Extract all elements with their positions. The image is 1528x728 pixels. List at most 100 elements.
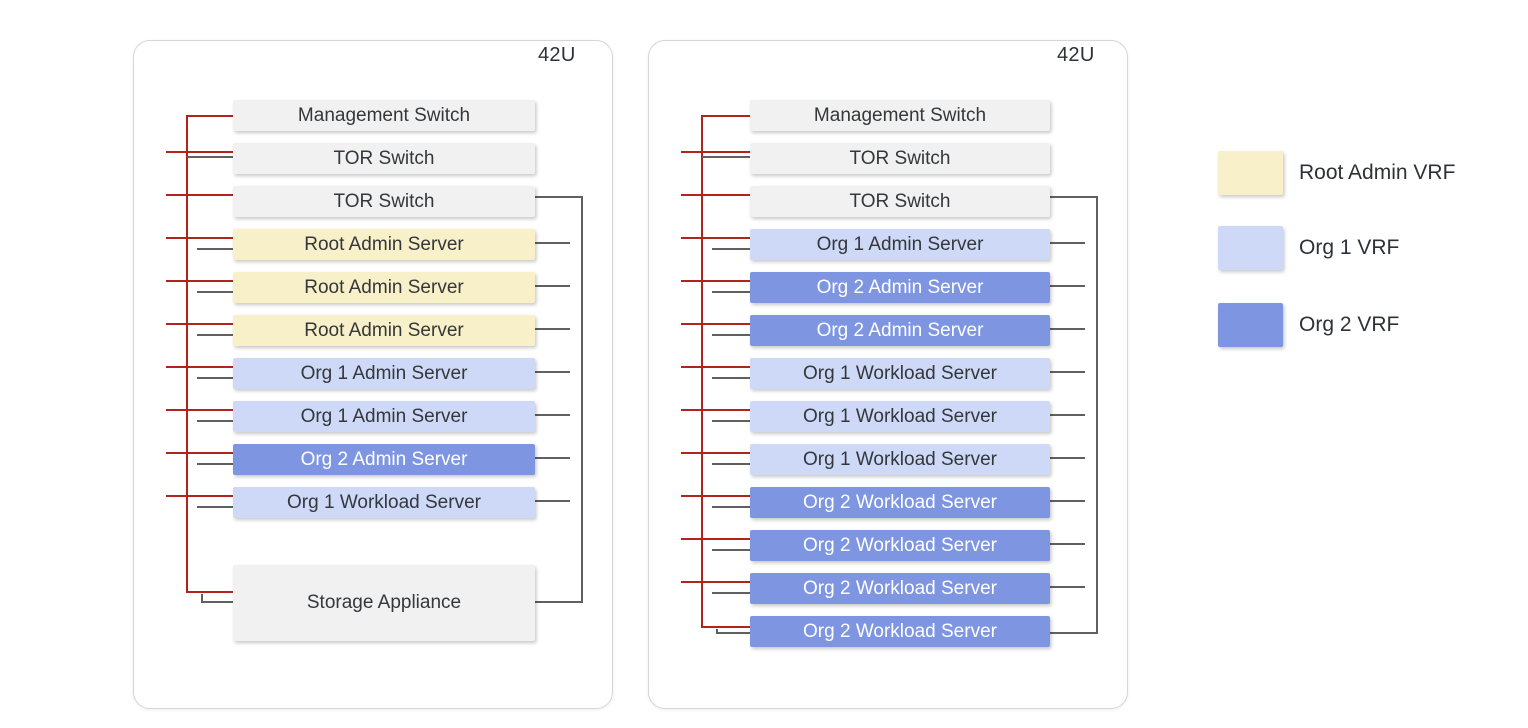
legend-swatch-org-1-vrf <box>1218 226 1283 270</box>
data-connection-line <box>1050 543 1085 545</box>
rack-unit-org-1-admin-server: Org 1 Admin Server <box>233 358 535 389</box>
management-connection-line <box>681 194 750 196</box>
data-connection-line <box>1050 328 1085 330</box>
management-connection-line <box>681 452 750 454</box>
rack-unit-tor-switch: TOR Switch <box>750 186 1050 217</box>
data-connection-line <box>1050 500 1085 502</box>
data-connection-line <box>201 601 233 603</box>
data-connection-line <box>197 377 233 379</box>
management-connection-line <box>681 409 750 411</box>
management-connection-line <box>681 366 750 368</box>
management-connection-line <box>681 280 750 282</box>
management-connection-line <box>166 409 233 411</box>
rack-unit-org-1-workload-server: Org 1 Workload Server <box>750 358 1050 389</box>
data-connection-line <box>197 334 233 336</box>
data-connection-line <box>197 248 233 250</box>
data-connection-line <box>535 371 570 373</box>
rack-unit-management-switch: Management Switch <box>750 100 1050 131</box>
data-connection-line <box>716 631 750 634</box>
management-connection-line <box>166 194 233 196</box>
data-network-riser-line <box>1096 197 1098 634</box>
management-connection-line <box>681 323 750 325</box>
rack-unit-org-2-workload-server: Org 2 Workload Server <box>750 573 1050 604</box>
data-connection-line <box>712 248 750 250</box>
rack-capacity-label: 42U <box>1057 44 1095 66</box>
data-connection-line <box>535 196 583 198</box>
data-connection-line <box>1050 414 1085 416</box>
rack-unit-org-2-workload-server: Org 2 Workload Server <box>750 487 1050 518</box>
management-connection-line <box>166 237 233 239</box>
data-connection-line <box>535 457 570 459</box>
rack-unit-root-admin-server: Root Admin Server <box>233 229 535 260</box>
management-connection-line <box>681 495 750 497</box>
data-connection-line <box>712 549 750 551</box>
data-connection-line <box>712 592 750 594</box>
management-connection-line <box>187 115 233 117</box>
data-connection-line <box>197 420 233 422</box>
data-network-riser-line <box>581 197 583 603</box>
data-connection-line <box>1050 371 1085 373</box>
rack-unit-org-2-admin-server: Org 2 Admin Server <box>750 272 1050 303</box>
rack-unit-org-1-workload-server: Org 1 Workload Server <box>233 487 535 518</box>
rack-unit-root-admin-server: Root Admin Server <box>233 315 535 346</box>
data-connection-line <box>201 594 203 603</box>
legend-label-root-admin-vrf: Root Admin VRF <box>1299 161 1456 184</box>
data-connection-line <box>1050 457 1085 459</box>
data-connection-line <box>716 628 718 634</box>
data-connection-line <box>1050 242 1085 244</box>
management-connection-line <box>166 452 233 454</box>
legend-label-org-1-vrf: Org 1 VRF <box>1299 236 1400 259</box>
data-connection-line <box>712 463 750 465</box>
data-connection-line <box>1050 196 1098 198</box>
rack-unit-tor-switch: TOR Switch <box>750 143 1050 174</box>
legend-swatch-root-admin-vrf <box>1218 151 1283 195</box>
management-connection-line <box>702 625 750 628</box>
management-network-trunk-line <box>701 115 703 628</box>
data-connection-line <box>535 285 570 287</box>
management-connection-line <box>166 323 233 325</box>
data-connection-line <box>197 291 233 293</box>
management-connection-line <box>681 581 750 583</box>
management-connection-line <box>681 237 750 239</box>
management-connection-line <box>681 538 750 540</box>
legend-label-org-2-vrf: Org 2 VRF <box>1299 313 1400 336</box>
data-connection-line <box>535 414 570 416</box>
rack-unit-root-admin-server: Root Admin Server <box>233 272 535 303</box>
management-connection-line <box>187 591 233 593</box>
data-connection-line <box>712 506 750 508</box>
data-connection-line <box>1050 631 1097 634</box>
data-connection-line <box>702 156 750 158</box>
rack-unit-tor-switch: TOR Switch <box>233 186 535 217</box>
management-connection-line <box>166 366 233 368</box>
rack-unit-org-1-admin-server: Org 1 Admin Server <box>750 229 1050 260</box>
data-connection-line <box>535 500 570 502</box>
rack-unit-org-2-admin-server: Org 2 Admin Server <box>233 444 535 475</box>
management-connection-line <box>166 495 233 497</box>
management-connection-line <box>166 151 233 153</box>
data-connection-line <box>535 242 570 244</box>
data-connection-line <box>197 506 233 508</box>
data-connection-line <box>535 601 582 603</box>
rack-unit-tor-switch: TOR Switch <box>233 143 535 174</box>
rack-unit-org-1-workload-server: Org 1 Workload Server <box>750 401 1050 432</box>
data-connection-line <box>1050 285 1085 287</box>
management-connection-line <box>166 280 233 282</box>
data-connection-line <box>197 463 233 465</box>
rack-unit-management-switch: Management Switch <box>233 100 535 131</box>
data-connection-line <box>187 156 233 158</box>
data-connection-line <box>712 377 750 379</box>
rack-unit-org-1-admin-server: Org 1 Admin Server <box>233 401 535 432</box>
rack-unit-org-1-workload-server: Org 1 Workload Server <box>750 444 1050 475</box>
rack-unit-storage-appliance: Storage Appliance <box>233 565 535 641</box>
data-connection-line <box>712 420 750 422</box>
rack-capacity-label: 42U <box>538 44 576 66</box>
data-connection-line <box>712 291 750 293</box>
management-network-trunk-line <box>186 115 188 593</box>
data-connection-line <box>1050 586 1085 588</box>
data-connection-line <box>712 334 750 336</box>
legend-swatch-org-2-vrf <box>1218 303 1283 347</box>
rack-unit-org-2-workload-server: Org 2 Workload Server <box>750 616 1050 647</box>
management-connection-line <box>681 151 750 153</box>
data-connection-line <box>535 328 570 330</box>
